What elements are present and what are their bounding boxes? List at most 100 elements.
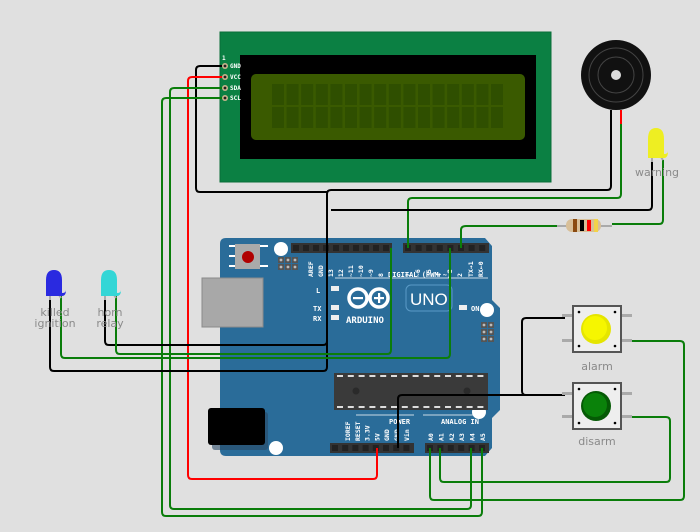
wire-buzzer-gnd[interactable] <box>326 110 612 342</box>
lcd-cell <box>491 84 503 105</box>
wire-killed-ignition-gnd[interactable] <box>49 296 328 372</box>
button-alarm[interactable]: alarm <box>562 305 632 373</box>
wire-warning-led-resistor[interactable] <box>612 160 664 225</box>
lcd-cell <box>476 107 489 128</box>
lcd-cell <box>388 84 401 105</box>
lcd-cell <box>476 84 489 105</box>
wire-warning-led-gnd[interactable] <box>331 160 653 211</box>
wire-lcd-gnd[interactable] <box>195 65 327 193</box>
button-disarm[interactable]: disarm <box>562 382 632 448</box>
lcd-cell <box>359 107 372 128</box>
digital-pin-label: AREF <box>307 261 315 277</box>
wire-alarm-button-signal[interactable] <box>429 340 685 501</box>
header-pin[interactable] <box>373 245 379 251</box>
header-pin[interactable] <box>342 445 349 451</box>
digital-pin-label: 7 <box>404 273 412 277</box>
header-pin[interactable] <box>383 445 389 451</box>
lcd-cell <box>315 107 328 128</box>
wire-horn-relay-signal[interactable] <box>115 248 392 355</box>
wire-lcd-vcc[interactable] <box>187 76 378 480</box>
header-pin[interactable] <box>447 445 454 451</box>
header-pin[interactable] <box>403 445 410 451</box>
icsp-header <box>278 257 298 270</box>
wire-killed-ignition-signal[interactable] <box>60 248 451 359</box>
digital-header-left <box>291 243 392 253</box>
lcd-pin-gnd[interactable]: GND <box>222 63 241 70</box>
resistor[interactable] <box>566 219 601 232</box>
header-pin[interactable] <box>333 245 339 251</box>
power-header <box>330 443 414 453</box>
led-l-label: L <box>316 287 320 295</box>
header-pin[interactable] <box>293 245 299 251</box>
digital-label: DIGITAL (PWM ~) <box>388 271 451 279</box>
lcd-cell <box>447 84 460 105</box>
lcd-cell <box>461 107 474 128</box>
header-pin[interactable] <box>332 445 338 451</box>
button-disarm-label: disarm <box>578 435 616 448</box>
board-model: UNO <box>410 290 448 309</box>
led-rx <box>331 315 339 320</box>
header-pin[interactable] <box>383 245 389 251</box>
led-horn-relay[interactable]: horn relay <box>96 270 124 330</box>
lcd-pin-sda[interactable]: SDA <box>222 85 241 92</box>
lcd-pin-scl[interactable]: SCL <box>222 95 241 102</box>
header-pin[interactable] <box>426 245 433 251</box>
piezo-buzzer[interactable] <box>581 40 651 110</box>
atmega-chip <box>334 373 488 410</box>
wire-horn-relay-gnd[interactable] <box>104 296 328 346</box>
analog-pin-label: A3 <box>458 433 466 441</box>
button-alarm-label: alarm <box>581 360 613 373</box>
digital-pin-label: ~5 <box>425 269 433 277</box>
led-killed-ignition-label: killed <box>40 306 69 319</box>
reset-button[interactable] <box>229 244 268 269</box>
digital-pin-label: 2 <box>456 273 464 277</box>
header-pin[interactable] <box>352 445 359 451</box>
header-pin[interactable] <box>362 445 369 451</box>
lcd-cell <box>461 84 474 105</box>
wire-alarm-button-gnd[interactable] <box>521 317 565 396</box>
digital-pin-label: ~6 <box>414 269 422 277</box>
power-pin-label: IOREF <box>344 421 352 441</box>
header-pin[interactable] <box>303 245 309 251</box>
analog-header <box>425 443 489 453</box>
header-pin[interactable] <box>436 245 443 251</box>
digital-pin-label: TX→1 <box>467 261 475 277</box>
digital-pin-label: ~9 <box>367 269 375 277</box>
wire-buzzer-signal[interactable] <box>407 124 622 248</box>
mounting-hole <box>269 441 283 455</box>
lcd-cell <box>491 107 503 128</box>
wire-lcd-sda[interactable] <box>169 87 472 510</box>
digital-pin-label: 4 <box>435 273 443 277</box>
led-warning[interactable]: warning <box>635 128 679 179</box>
digital-pin-label: RX←0 <box>477 261 485 277</box>
header-pin[interactable] <box>458 445 465 451</box>
lcd-cell <box>272 107 284 128</box>
led-killed-ignition[interactable]: killed ignition <box>34 270 76 330</box>
lcd-cell <box>432 107 445 128</box>
lcd-module[interactable]: 1 GND VCC SDA SCL <box>219 31 552 183</box>
power-jack <box>208 408 268 450</box>
header-pin[interactable] <box>363 245 369 251</box>
svg-text:SCL: SCL <box>230 95 241 102</box>
digital-header-right <box>403 243 489 253</box>
lcd-pin-vcc[interactable]: VCC <box>222 74 241 81</box>
header-pin[interactable] <box>479 245 486 251</box>
lcd-cell <box>403 107 416 128</box>
analog-pin-label: A2 <box>448 433 456 441</box>
header-pin[interactable] <box>313 245 319 251</box>
wire-lcd-scl[interactable] <box>161 97 483 517</box>
power-pin-label: GND <box>383 429 391 441</box>
wire-button-gnd[interactable] <box>397 394 565 448</box>
header-pin[interactable] <box>393 445 400 451</box>
header-pin[interactable] <box>343 245 349 251</box>
lcd-cell <box>301 84 314 105</box>
header-pin[interactable] <box>468 245 475 251</box>
header-pin[interactable] <box>353 245 359 251</box>
header-pin[interactable] <box>415 245 422 251</box>
digital-pin-label: ~11 <box>347 265 355 277</box>
wire-disarm-button-signal[interactable] <box>439 416 671 483</box>
wire-resistor-pin2[interactable] <box>460 225 557 248</box>
header-pin[interactable] <box>372 445 379 451</box>
